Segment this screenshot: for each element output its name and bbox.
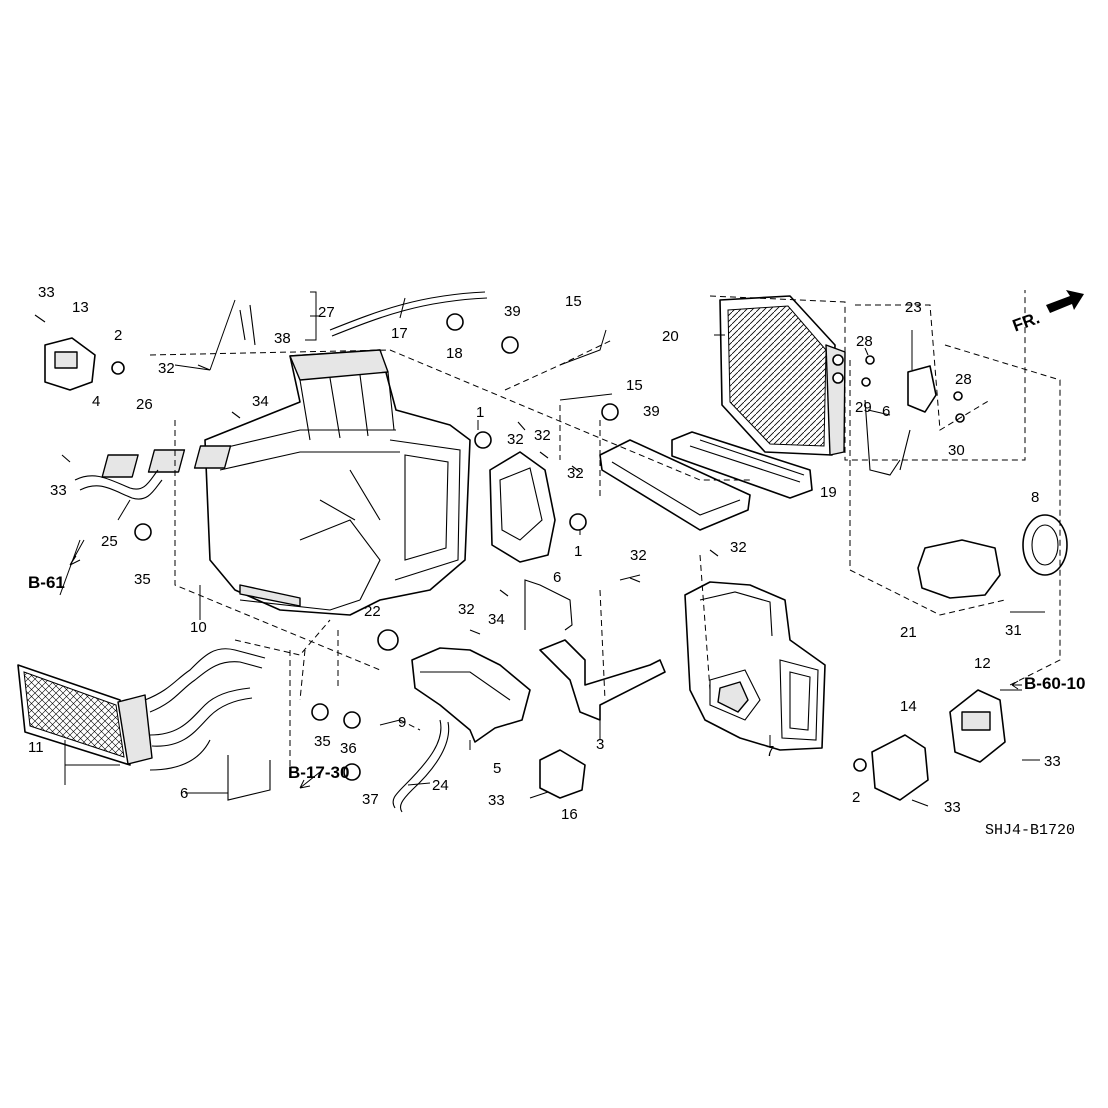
heater-core [17,648,266,771]
drain-cover [599,439,751,531]
actuator-13 [44,337,96,391]
callout-23: 23 [905,299,922,316]
fr-arrow-icon [1046,290,1084,313]
callout-32: 32 [158,360,175,377]
callout-12: 12 [974,655,991,672]
callout-28: 28 [955,371,972,388]
callout-17: 17 [391,325,408,342]
callout-33: 33 [488,792,505,809]
callout-14: 14 [900,698,917,715]
heater-unit [101,349,471,616]
callout-6: 6 [180,785,188,802]
callout-1: 1 [574,543,582,560]
callout-8: 8 [1031,489,1039,506]
callout-21: 21 [900,624,917,641]
actuator-14 [871,734,929,801]
duct-5 [411,647,531,743]
callout-25: 25 [101,533,118,550]
side-panel [489,451,556,563]
callout-32: 32 [458,601,475,618]
callout-11: 11 [28,739,44,756]
callout-32: 32 [630,547,647,564]
filter-tray [671,431,813,499]
callout-33: 33 [50,482,67,499]
callout-7: 7 [766,743,774,760]
cross-ref-b6010: B-60-10 [1024,674,1085,693]
hoses-cables [74,291,911,813]
callout-24: 24 [432,777,449,794]
callout-32: 32 [730,539,747,556]
callout-39: 39 [504,303,521,320]
fr-label: FR. [1010,308,1042,335]
callout-31: 31 [1005,622,1022,639]
callout-35: 35 [134,571,151,588]
callout-15: 15 [565,293,582,310]
callout-39: 39 [643,403,660,420]
callout-9: 9 [398,714,406,731]
callout-28: 28 [856,333,873,350]
callout-22: 22 [364,603,381,620]
leader-lines [59,291,1022,794]
expansion-valve [907,365,937,413]
callout-30: 30 [948,442,965,459]
callout-32: 32 [567,465,584,482]
callout-6: 6 [882,403,890,420]
callout-36: 36 [340,740,357,757]
callout-13: 13 [72,299,89,316]
callout-32: 32 [507,431,524,448]
callout-2: 2 [114,327,122,344]
diagram-code: SHJ4-B1720 [985,822,1075,839]
callout-19: 19 [820,484,837,501]
callout-33: 33 [1044,753,1061,770]
arrow-icon [1011,680,1022,690]
callout-34: 34 [488,611,505,628]
callout-38: 38 [274,330,291,347]
cross-reference-labels: B-61 B-17-30 B-60-10 [28,539,1085,789]
blower-resistor [539,749,586,799]
callout-34: 34 [252,393,269,410]
arrow-icon [299,771,321,789]
callout-6: 6 [553,569,561,586]
arrow-icon [69,539,85,566]
callout-4: 4 [92,393,100,410]
callout-32: 32 [534,427,551,444]
callout-20: 20 [662,328,679,345]
callout-33: 33 [38,284,55,301]
callout-27: 27 [318,304,335,321]
callout-33: 33 [944,799,961,816]
callout-29: 29 [855,399,872,416]
blower-housing [684,581,826,751]
cross-ref-b61: B-61 [28,573,65,592]
callout-3: 3 [596,736,604,753]
callout-26: 26 [136,396,153,413]
callout-37: 37 [362,791,379,808]
callout-16: 16 [561,806,578,823]
bracket-3 [539,639,666,721]
callout-1: 1 [476,404,484,421]
callout-15: 15 [626,377,643,394]
callout-35: 35 [314,733,331,750]
evaporator [719,295,846,456]
small-parts [34,313,1045,807]
callout-labels: 1 1 2 2 3 4 5 6 6 6 7 8 9 10 11 12 13 14… [28,284,1061,823]
actuator-12 [949,689,1006,763]
callout-18: 18 [446,345,463,362]
blower-intake [917,514,1068,599]
front-direction-arrow: FR. [1010,290,1084,336]
callout-2: 2 [852,789,860,806]
assembly-lines [149,290,1061,780]
callout-5: 5 [493,760,501,777]
callout-10: 10 [190,619,207,636]
